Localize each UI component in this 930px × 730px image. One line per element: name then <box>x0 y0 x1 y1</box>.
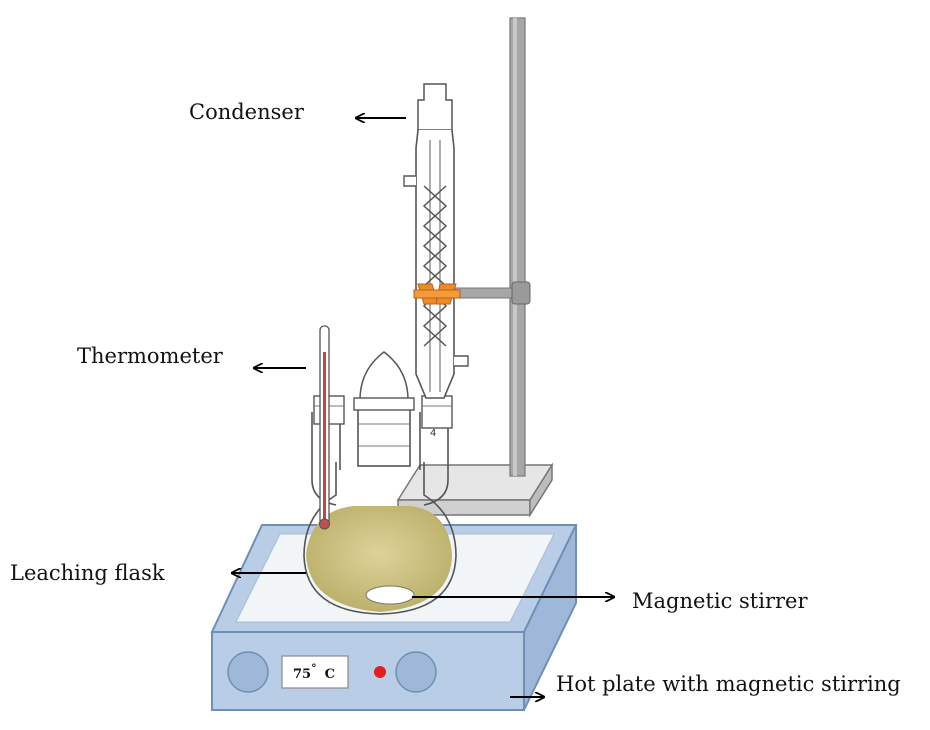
label-thermometer: Thermometer <box>77 344 223 368</box>
display-degree: ° <box>311 662 317 675</box>
label-hot-plate: Hot plate with magnetic stirring <box>556 672 901 696</box>
right-knob <box>395 651 437 693</box>
display-unit: C <box>325 667 335 682</box>
label-magnetic-stirrer: Magnetic stirrer <box>632 589 808 613</box>
clamp-arm <box>454 281 531 305</box>
svg-text:4: 4 <box>430 428 436 439</box>
display-value: 75 <box>293 667 311 682</box>
svg-text:75°C: 75° C <box>293 662 335 682</box>
stand-base <box>396 462 554 518</box>
temperature-display <box>281 655 349 689</box>
stand-rod <box>509 17 526 477</box>
thermometer <box>319 325 330 530</box>
condenser <box>403 83 469 399</box>
label-leaching-flask: Leaching flask <box>10 561 165 585</box>
condenser-clamp <box>413 283 461 305</box>
indicator-light <box>374 666 386 678</box>
stir-bar <box>365 585 415 605</box>
label-condenser: Condenser <box>189 100 304 124</box>
left-knob <box>227 651 269 693</box>
